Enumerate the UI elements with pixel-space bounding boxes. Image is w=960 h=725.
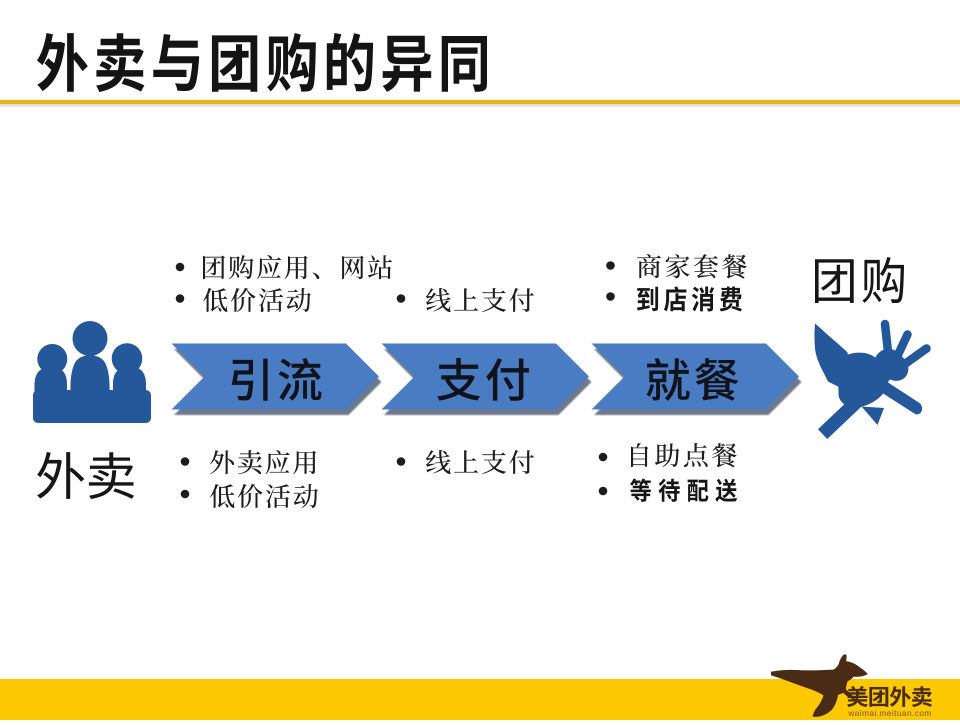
svg-text:waimai.meituan.com: waimai.meituan.com [847,708,932,718]
